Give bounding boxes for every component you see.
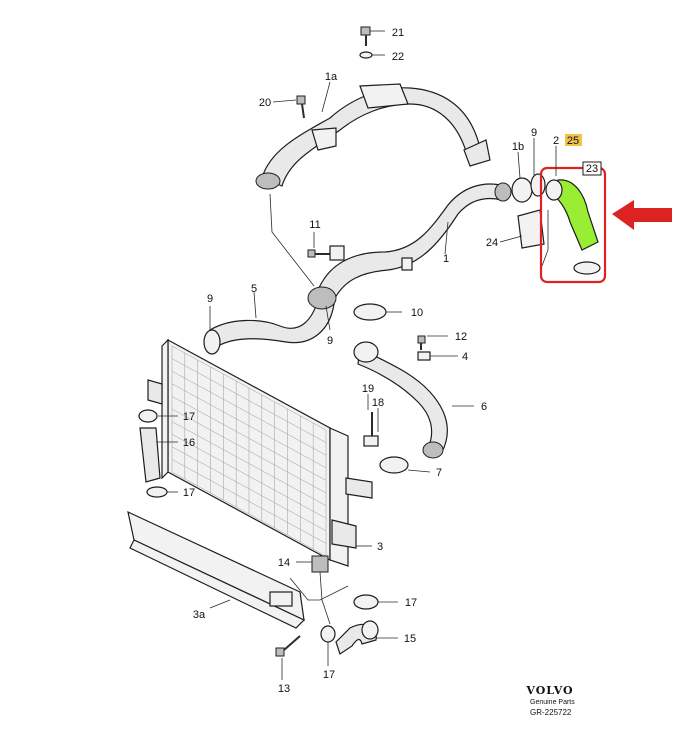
hose-5 [203,286,337,355]
clamp-1b [511,177,533,203]
bracket-18 [363,412,379,447]
clamp-17-a [138,409,158,423]
clip-4 [417,351,431,361]
callout-9-left: 9 [207,293,213,305]
callout-24: 24 [486,237,498,249]
bolt-12 [417,335,426,350]
intercooler-fin [171,370,327,456]
clip-14 [311,555,329,573]
callout-16: 16 [183,437,195,449]
pointer-arrow [612,200,672,230]
tag-25 [565,134,582,146]
bolt-21 [360,26,371,46]
callout-18: 18 [372,397,384,409]
callout-15: 15 [404,633,416,645]
callout-14: 14 [278,557,290,569]
intercooler-fin [171,408,327,494]
callout-6: 6 [481,401,487,413]
callout-17-a: 17 [183,411,195,423]
hose-16 [139,427,161,483]
intercooler-fin [171,358,327,443]
callout-2: 2 [553,135,559,147]
clamp-10 [353,303,387,321]
callout-3a: 3a [193,609,206,621]
hose-15 [335,620,379,655]
callout-labels: 21 22 1a 20 9 2 25 1b 23 11 24 1 5 9 9 1… [183,27,598,695]
callout-4: 4 [462,351,468,363]
callout-25: 25 [567,135,579,147]
leader-lines [156,30,557,680]
clamp-9-top [530,173,546,197]
callout-7: 7 [436,467,442,479]
clamp-7 [379,456,409,474]
callout-9-mid: 9 [327,335,333,347]
bolt-13 [275,635,301,657]
callout-17-d: 17 [323,669,335,681]
highlight-box [539,166,607,284]
callout-21: 21 [392,27,404,39]
callout-3: 3 [377,541,383,553]
bolt-11 [307,249,330,258]
intercooler-fin [171,471,327,557]
sleeve-24 [517,209,545,249]
highlighted-hose-2 [541,179,601,275]
intercooler-fin [171,433,327,519]
intercooler-3 [147,338,373,567]
callout-22: 22 [392,51,404,63]
intercooler-fin [171,345,327,431]
callout-12: 12 [455,331,467,343]
callout-1: 1 [443,253,449,265]
callout-20: 20 [259,97,271,109]
intercooler-fin [171,446,327,532]
clamp-17-c [353,594,379,610]
callout-11: 11 [309,219,320,231]
clamp-17-b [146,486,168,498]
callout-23: 23 [586,163,598,175]
callout-13: 13 [278,683,290,695]
diagram-reference: GR-225722 [530,708,572,717]
callout-19: 19 [362,383,374,395]
branding: VOLVO Genuine Parts GR-225722 [525,684,575,717]
callout-17-b: 17 [183,487,195,499]
intercooler-fin [171,396,327,481]
callout-17-c: 17 [405,597,417,609]
callout-9-top: 9 [531,127,537,139]
bracket-3a [127,510,306,629]
hose-6 [353,341,448,459]
washer-22 [359,51,373,59]
clamp-17-d [320,625,336,643]
callout-1a: 1a [325,71,338,83]
callout-10: 10 [411,307,423,319]
callout-5: 5 [251,283,257,295]
volvo-logo-text: VOLVO [525,684,573,697]
genuine-parts-text: Genuine Parts [530,699,575,706]
bolt-20 [296,95,306,119]
tag-23 [582,161,602,176]
callout-1b: 1b [512,141,524,153]
pipe-1 [317,182,512,299]
intercooler-fin [171,383,327,469]
pipe-1a [255,83,491,190]
intercooler-fin [171,459,327,544]
intercooler-fin [171,421,327,506]
